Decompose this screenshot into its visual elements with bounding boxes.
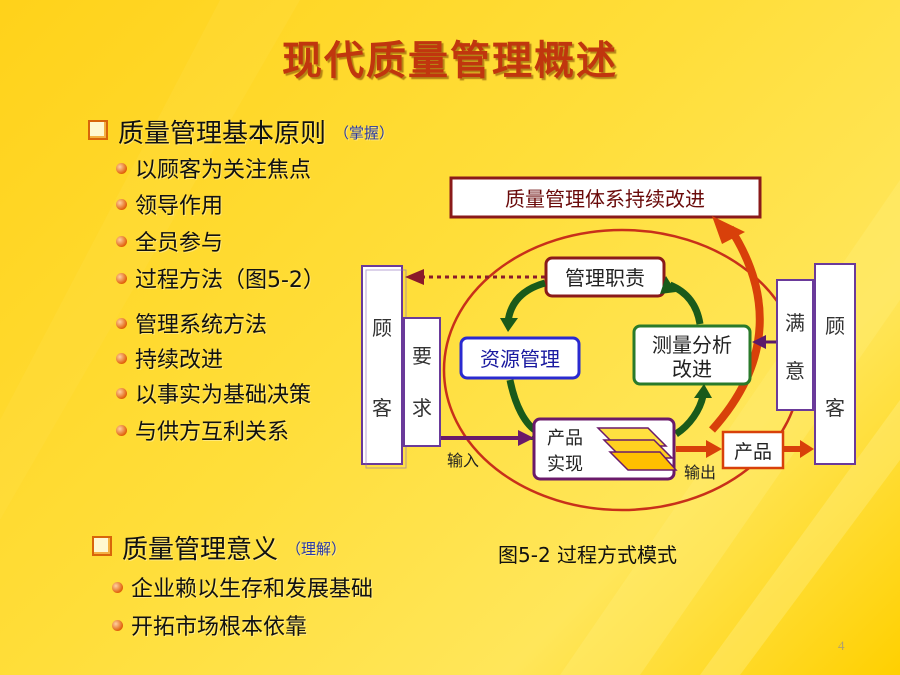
principle-text: 管理系统方法 xyxy=(135,313,268,338)
page-title: 现代质量管理概述 xyxy=(282,38,618,84)
management-responsibility-label: 管理职责 xyxy=(565,266,645,290)
bullet-dot-icon xyxy=(116,318,127,329)
bullet-dot-icon xyxy=(116,163,127,174)
satisfaction-box xyxy=(776,279,814,411)
management-responsibility-box xyxy=(544,256,666,298)
principle-text: 与供方互利关系 xyxy=(135,420,290,445)
cycle-arrow-measure-to-mgmt xyxy=(668,281,704,325)
output-arrow-head xyxy=(706,440,722,458)
improvement-box xyxy=(449,176,762,219)
principle-text: 过程方法（图5-2） xyxy=(135,268,325,293)
requirements-char-1: 要 xyxy=(412,344,432,368)
improvement-arrow xyxy=(709,225,764,433)
mgmt-to-customer-arrow-head xyxy=(405,269,424,285)
principle-item: 全员参与 xyxy=(116,225,223,257)
satisfaction-char-2: 意 xyxy=(785,359,805,383)
requirements-char-2: 求 xyxy=(412,396,432,420)
customer-left-char-2: 客 xyxy=(372,396,392,420)
section-meaning-text: 质量管理意义 xyxy=(122,535,279,565)
cycle-arrow-head-4 xyxy=(660,276,676,294)
requirements-box xyxy=(403,317,441,447)
bullet-dot-icon xyxy=(116,273,127,284)
customer-left-box xyxy=(361,265,403,465)
page-number: 4 xyxy=(838,638,845,653)
resource-management-label: 资源管理 xyxy=(480,347,560,371)
input-label: 输入 xyxy=(447,451,479,470)
customer-right-box xyxy=(814,263,856,465)
customer-left-char-1: 顾 xyxy=(372,316,392,340)
principle-item: 以事实为基础决策 xyxy=(116,377,311,409)
improvement-label: 质量管理体系持续改进 xyxy=(505,187,705,211)
product-realization-label-1: 产品 xyxy=(547,428,583,449)
principle-item: 领导作用 xyxy=(116,188,223,220)
customer-right-char-2: 客 xyxy=(825,396,845,420)
bullet-dot-icon xyxy=(112,582,123,593)
bullet-dot-icon xyxy=(112,620,123,631)
measurement-analysis-box xyxy=(632,324,752,386)
principle-text: 领导作用 xyxy=(135,194,224,219)
meaning-text: 企业赖以生存和发展基础 xyxy=(131,577,374,602)
meaning-item: 开拓市场根本依靠 xyxy=(112,609,307,641)
output-label: 输出 xyxy=(684,463,716,482)
section-principles-text: 质量管理基本原则 xyxy=(118,119,327,149)
satisfaction-char-1: 满 xyxy=(785,311,805,335)
bullet-dot-icon xyxy=(116,353,127,364)
principle-text: 以顾客为关注焦点 xyxy=(135,158,312,183)
principle-item: 管理系统方法 xyxy=(116,307,267,339)
square-bullet-icon xyxy=(92,536,112,556)
bullet-dot-icon xyxy=(116,388,127,399)
output-product-label: 产品 xyxy=(734,441,772,463)
bullet-dot-icon xyxy=(116,236,127,247)
satisfaction-to-measure-arrow-head xyxy=(752,335,766,349)
bullet-dot-icon xyxy=(116,425,127,436)
measurement-analysis-label-2: 改进 xyxy=(672,357,712,381)
cycle-arrow-mgmt-to-resource xyxy=(504,279,547,323)
square-bullet-icon xyxy=(88,120,108,140)
principle-item: 以顾客为关注焦点 xyxy=(116,152,311,184)
section-meaning-heading: 质量管理意义 （理解） xyxy=(92,529,346,566)
meaning-text: 开拓市场根本依靠 xyxy=(131,615,308,640)
section-principles-note: （掌握） xyxy=(334,124,395,142)
section-meaning-note: （理解） xyxy=(286,540,347,558)
principle-item: 过程方法（图5-2） xyxy=(116,262,325,294)
product-to-customer-arrow-head xyxy=(800,440,814,458)
principle-item: 持续改进 xyxy=(116,342,223,374)
output-product-box xyxy=(721,430,785,470)
cycle-arrow-head-1 xyxy=(500,318,518,332)
section-principles-heading: 质量管理基本原则 （掌握） xyxy=(88,113,394,150)
process-stack-icon xyxy=(596,427,678,471)
improvement-arrow-head xyxy=(712,216,745,244)
principle-item: 与供方互利关系 xyxy=(116,414,289,446)
principle-text: 全员参与 xyxy=(135,231,224,256)
product-realization-label-2: 实现 xyxy=(547,454,583,475)
cycle-arrow-product-to-measure xyxy=(673,395,707,437)
measurement-analysis-label-1: 测量分析 xyxy=(652,333,732,357)
input-arrow-head xyxy=(518,430,534,446)
figure-caption: 图5-2 过程方式模式 xyxy=(498,543,678,567)
meaning-item: 企业赖以生存和发展基础 xyxy=(112,571,373,603)
resource-management-box xyxy=(459,336,581,380)
customer-right-char-1: 顾 xyxy=(825,314,845,338)
principle-text: 持续改进 xyxy=(135,348,224,373)
cycle-arrow-head-3 xyxy=(694,384,712,398)
principle-text: 以事实为基础决策 xyxy=(135,383,312,408)
bullet-dot-icon xyxy=(116,199,127,210)
